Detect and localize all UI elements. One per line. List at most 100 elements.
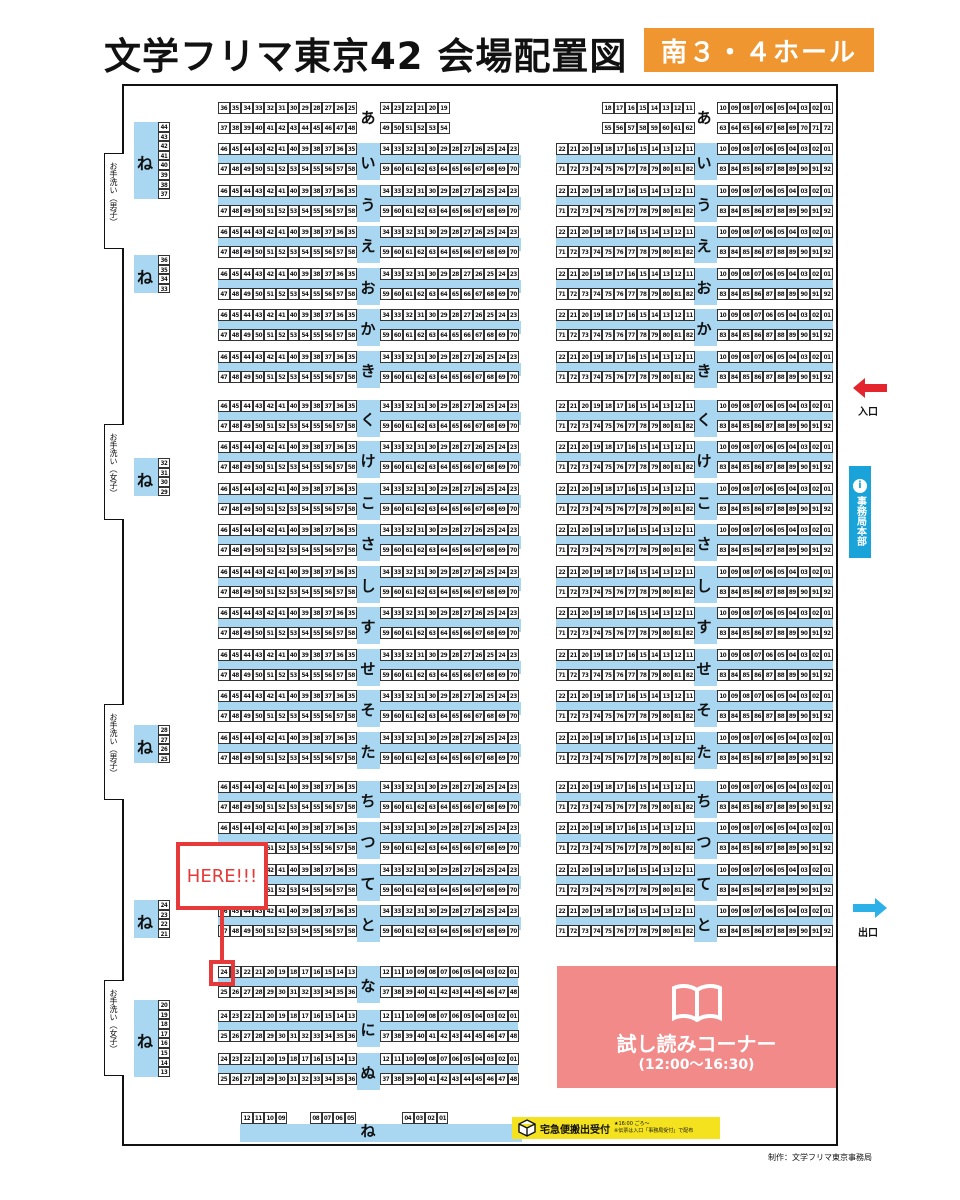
booth-cell[interactable]: 28 xyxy=(449,143,462,155)
booth-cell[interactable]: 33 xyxy=(391,399,404,412)
booth-cell[interactable]: 85 xyxy=(740,329,752,341)
booth-cell[interactable]: 56 xyxy=(322,883,334,896)
booth-cell[interactable]: 55 xyxy=(310,370,323,383)
booth-cell[interactable]: 37 xyxy=(322,822,334,834)
booth-cell[interactable]: 21 xyxy=(567,863,580,876)
booth-cell[interactable]: 42 xyxy=(264,184,276,197)
booth-cell[interactable]: 41 xyxy=(275,267,288,280)
booth-cell[interactable]: 36 xyxy=(333,780,346,793)
booth-cell[interactable]: 86 xyxy=(751,668,764,681)
booth-cell[interactable]: 92 xyxy=(821,204,833,217)
booth-cell[interactable]: 84 xyxy=(728,163,741,175)
booth-cell[interactable]: 23 xyxy=(507,482,520,495)
booth-cell[interactable]: 84 xyxy=(728,461,741,473)
booth-cell[interactable]: 79 xyxy=(648,585,661,598)
booth-cell[interactable]: 38 xyxy=(310,143,323,155)
booth-cell[interactable]: 76 xyxy=(613,842,626,854)
booth-cell[interactable]: 08 xyxy=(426,966,438,978)
booth-cell[interactable]: 54 xyxy=(299,287,311,300)
booth-cell[interactable]: 57 xyxy=(625,122,637,134)
booth-cell[interactable]: 70 xyxy=(507,246,520,258)
booth-cell[interactable]: 14 xyxy=(648,309,661,321)
booth-cell[interactable]: 81 xyxy=(671,627,684,639)
booth-cell[interactable]: 68 xyxy=(484,883,496,896)
booth-cell[interactable]: 42 xyxy=(264,267,276,280)
booth-cell[interactable]: 45 xyxy=(229,399,242,412)
booth-cell[interactable]: 49 xyxy=(241,585,253,598)
booth-cell[interactable]: 78 xyxy=(637,883,649,896)
booth-cell[interactable]: 04 xyxy=(786,565,799,578)
booth-cell[interactable]: 76 xyxy=(613,204,626,217)
booth-cell[interactable]: 12 xyxy=(671,822,684,834)
booth-cell[interactable]: 25 xyxy=(218,986,230,998)
booth-cell[interactable]: 15 xyxy=(637,780,649,793)
booth-cell[interactable]: 26 xyxy=(472,905,485,917)
booth-cell[interactable]: 51 xyxy=(264,800,276,813)
booth-cell[interactable]: 55 xyxy=(310,883,323,896)
booth-cell[interactable]: 44 xyxy=(461,986,473,998)
booth-cell[interactable]: 37 xyxy=(218,122,230,134)
booth-cell[interactable]: 38 xyxy=(310,863,323,876)
booth-cell[interactable]: 15 xyxy=(637,184,649,197)
booth-cell[interactable]: 07 xyxy=(751,102,764,114)
booth-cell[interactable]: 82 xyxy=(683,329,696,341)
booth-cell[interactable]: 14 xyxy=(648,399,661,412)
booth-cell[interactable]: 62 xyxy=(414,585,427,598)
booth-cell[interactable]: 57 xyxy=(333,585,346,598)
booth-cell[interactable]: 70 xyxy=(798,122,810,134)
booth-cell[interactable]: 05 xyxy=(774,524,787,536)
booth-cell[interactable]: 68 xyxy=(484,246,496,258)
booth-cell[interactable]: 31 xyxy=(275,102,288,114)
booth-cell[interactable]: 19 xyxy=(590,524,603,536)
booth-cell[interactable]: 29 xyxy=(437,309,450,321)
booth-cell[interactable]: 74 xyxy=(590,751,603,764)
booth-cell[interactable]: 12 xyxy=(671,863,684,876)
booth-cell[interactable]: 05 xyxy=(774,350,787,363)
booth-cell[interactable]: 48 xyxy=(229,585,242,598)
booth-cell[interactable]: 34 xyxy=(380,648,392,661)
booth-cell[interactable]: 26 xyxy=(472,267,485,280)
booth-cell[interactable]: 73 xyxy=(579,800,591,813)
booth-cell[interactable]: 59 xyxy=(380,585,392,598)
booth-cell[interactable]: 10 xyxy=(717,565,729,578)
booth-cell[interactable]: 83 xyxy=(717,329,729,341)
booth-cell[interactable]: 75 xyxy=(602,842,614,854)
booth-cell[interactable]: 39 xyxy=(299,143,311,155)
booth-cell[interactable]: 16 xyxy=(310,966,323,978)
booth-cell[interactable]: 91 xyxy=(809,287,822,300)
booth-cell[interactable]: 41 xyxy=(275,822,288,834)
booth-cell[interactable]: 46 xyxy=(218,648,230,661)
booth-cell[interactable]: 22 xyxy=(556,482,568,495)
booth-cell[interactable]: 16 xyxy=(625,524,638,536)
booth-cell[interactable]: 09 xyxy=(728,309,741,321)
booth-cell[interactable]: 73 xyxy=(579,710,591,722)
booth-cell[interactable]: 72 xyxy=(567,585,580,598)
booth-cell[interactable]: 61 xyxy=(403,710,415,722)
booth-cell[interactable]: 42 xyxy=(264,441,276,453)
booth-cell[interactable]: 51 xyxy=(264,461,276,473)
booth-cell[interactable]: 29 xyxy=(437,524,450,536)
booth-cell[interactable]: 03 xyxy=(798,648,810,661)
booth-cell[interactable]: 18 xyxy=(602,482,614,495)
booth-cell[interactable]: 06 xyxy=(763,863,775,876)
booth-cell[interactable]: 73 xyxy=(579,925,591,937)
booth-cell[interactable]: 60 xyxy=(391,204,404,217)
booth-cell[interactable]: 43 xyxy=(252,184,265,197)
booth-cell[interactable]: 24 xyxy=(495,565,508,578)
booth-cell[interactable]: 27 xyxy=(461,184,473,197)
booth-cell[interactable]: 72 xyxy=(567,329,580,341)
booth-cell[interactable]: 05 xyxy=(461,1010,473,1022)
booth-cell[interactable]: 12 xyxy=(380,1010,392,1022)
booth-cell[interactable]: 61 xyxy=(403,585,415,598)
booth-cell[interactable]: 21 xyxy=(567,350,580,363)
booth-cell[interactable]: 17 xyxy=(613,309,626,321)
booth-cell[interactable]: 88 xyxy=(774,668,787,681)
booth-cell[interactable]: 29 xyxy=(437,482,450,495)
booth-cell[interactable]: 77 xyxy=(625,585,638,598)
booth-cell[interactable]: 18 xyxy=(602,184,614,197)
booth-cell[interactable]: 18 xyxy=(287,1053,300,1065)
booth-cell[interactable]: 37 xyxy=(322,143,334,155)
booth-cell[interactable]: 73 xyxy=(579,287,591,300)
booth-cell[interactable]: 06 xyxy=(763,905,775,917)
booth-cell[interactable]: 03 xyxy=(484,1010,496,1022)
